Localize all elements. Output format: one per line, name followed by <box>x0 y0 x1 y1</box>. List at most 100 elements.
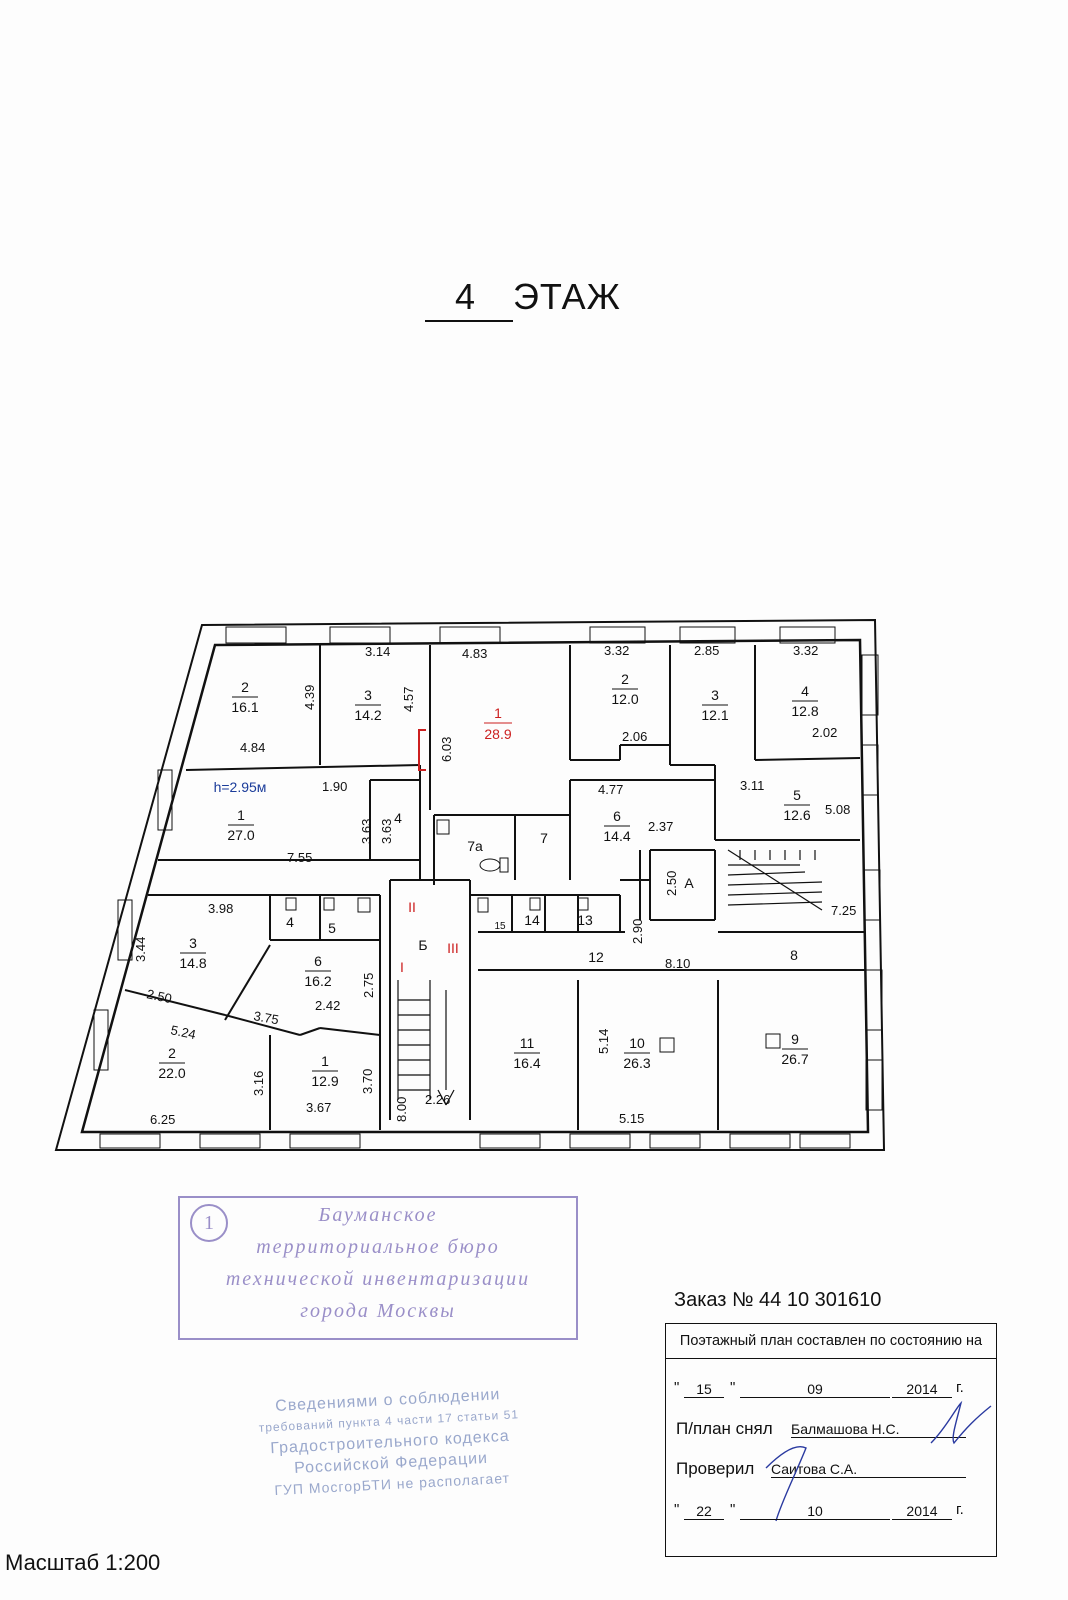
dim: 4.77 <box>598 782 623 797</box>
room-area: 12.0 <box>611 691 638 707</box>
dim: 3.14 <box>365 644 390 659</box>
dim: 3.70 <box>360 1069 375 1094</box>
inner-wall <box>80 638 870 1134</box>
floor-title: 4 ЭТАЖ <box>425 272 645 322</box>
stamp-line: территориальное бюро <box>256 1236 500 1258</box>
room-num: 3 <box>189 935 197 951</box>
room-4-label: 4 <box>394 810 402 826</box>
dim: 3.63 <box>379 819 394 844</box>
info-header: Поэтажный план составлен по состоянию на <box>665 1323 997 1359</box>
scale-label: Масштаб 1:200 <box>5 1550 161 1575</box>
room-num: 2 <box>168 1045 176 1061</box>
dim: 3.75 <box>252 1008 280 1027</box>
dim: 2.06 <box>622 729 647 744</box>
date2-month: 10 <box>740 1503 890 1520</box>
quote-mark: " <box>674 1501 680 1518</box>
section-2-label: II <box>408 899 416 915</box>
dimension-labels: 3.14 4.83 3.32 2.85 3.32 4.84 2.06 2.02 … <box>133 643 856 1127</box>
dim: 7.55 <box>287 850 312 865</box>
room-area: 27.0 <box>227 827 254 843</box>
checked-label: Проверил <box>676 1459 755 1478</box>
room-num: 1 <box>321 1053 329 1069</box>
stair-a-steps <box>727 849 823 911</box>
date1-month: 09 <box>740 1381 890 1398</box>
misc-labels: h=2.95м 4 7а 7 4 5 15 14 13 12 8 А Б I I… <box>214 779 799 975</box>
room-15-label: 15 <box>494 921 506 932</box>
room-num: 6 <box>314 953 322 969</box>
section-1-label: I <box>400 959 404 975</box>
dim: 3.98 <box>208 901 233 916</box>
windows-top <box>225 626 836 644</box>
dim: 3.67 <box>306 1100 331 1115</box>
room-num: 3 <box>364 687 372 703</box>
room-num: 1 <box>237 807 245 823</box>
sanitary-fixtures <box>285 819 781 1053</box>
dim: 2.85 <box>694 643 719 658</box>
dim: 2.02 <box>812 725 837 740</box>
room-area: 16.1 <box>231 699 258 715</box>
dim: 3.63 <box>359 819 374 844</box>
floor-number-underline <box>425 320 513 322</box>
room-area: 14.2 <box>354 707 381 723</box>
room-area: 22.0 <box>158 1065 185 1081</box>
room-area: 26.3 <box>623 1055 650 1071</box>
taken-name: Балмашова Н.С. <box>791 1421 966 1438</box>
room-area: 12.8 <box>791 703 818 719</box>
dim: 5.14 <box>596 1029 611 1054</box>
room-8-label: 8 <box>790 947 798 963</box>
dim: 6.25 <box>150 1112 175 1127</box>
internal-walls <box>124 645 865 1130</box>
date2-year: 2014 <box>892 1503 952 1520</box>
date1-year: 2014 <box>892 1381 952 1398</box>
dim: 4.83 <box>462 646 487 661</box>
room-num: 11 <box>520 1035 535 1051</box>
room-5b-label: 5 <box>328 920 336 936</box>
taken-label: П/план снял <box>676 1419 773 1438</box>
outer-wall <box>54 618 886 1151</box>
order-number: Заказ № 44 10 301610 <box>674 1289 882 1311</box>
dim: 8.10 <box>665 956 690 971</box>
stamp-line: Бауманское <box>318 1204 438 1226</box>
dim: 4.39 <box>302 685 317 710</box>
stair-b-steps <box>397 980 455 1106</box>
dim: 5.15 <box>619 1111 644 1126</box>
room-14-label: 14 <box>524 912 540 928</box>
stamp-emblem: 1 <box>190 1204 228 1242</box>
windows-bottom <box>99 1133 851 1149</box>
dim: 3.32 <box>604 643 629 658</box>
room-7-label: 7 <box>540 830 548 846</box>
room-num: 5 <box>793 787 801 803</box>
dim: 6.03 <box>439 737 454 762</box>
room-12-label: 12 <box>588 949 604 965</box>
room-num: 6 <box>613 808 621 824</box>
room-4b-label: 4 <box>286 914 294 930</box>
quote-mark: " <box>730 1379 736 1396</box>
room-13-label: 13 <box>577 912 593 928</box>
stair-a-label: А <box>684 875 694 891</box>
section-3-label: III <box>447 940 459 956</box>
date2-suffix: г. <box>956 1501 964 1518</box>
dim: 2.42 <box>315 998 340 1013</box>
stamp-line: технической инвентаризации <box>225 1268 531 1290</box>
room-area: 28.9 <box>484 726 511 742</box>
room-labels: 2 16.1 3 14.2 1 28.9 2 12.0 3 12.1 4 12.… <box>158 671 818 1089</box>
dim: 3.11 <box>740 778 764 793</box>
dim: 2.90 <box>630 919 645 944</box>
dim: 4.57 <box>401 687 416 712</box>
dim: 7.25 <box>831 903 856 918</box>
room-7a-label: 7а <box>467 838 483 854</box>
room-area: 14.8 <box>179 955 206 971</box>
dim: 3.32 <box>793 643 818 658</box>
dim: 2.75 <box>361 973 376 998</box>
dim: 8.00 <box>394 1097 409 1122</box>
windows-left <box>93 769 173 1071</box>
dim: 1.90 <box>322 779 347 794</box>
room-1-bracket <box>418 729 426 771</box>
dim: 3.44 <box>133 937 148 962</box>
quote-mark: " <box>730 1501 736 1518</box>
dim: 2.50 <box>145 986 173 1006</box>
room-area: 26.7 <box>781 1051 808 1067</box>
room-num: 2 <box>241 679 249 695</box>
dim: 5.24 <box>169 1022 197 1042</box>
